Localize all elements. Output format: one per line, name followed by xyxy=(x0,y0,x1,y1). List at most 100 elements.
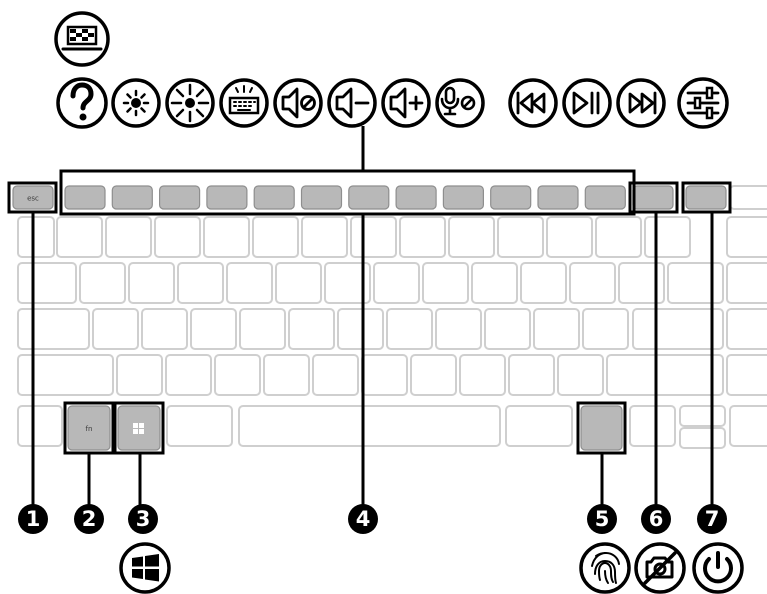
key-num-6 xyxy=(301,216,348,258)
key-num-8 xyxy=(399,216,446,258)
key-q-row-9 xyxy=(520,262,567,304)
callout-5-label: 5 xyxy=(595,507,610,531)
key-f5 xyxy=(253,185,295,210)
key-arrow-up xyxy=(679,405,726,427)
key-f8 xyxy=(395,185,437,210)
highlight-camera-privacy xyxy=(628,181,679,214)
key-f10 xyxy=(490,185,532,210)
key-f7 xyxy=(348,185,390,210)
key-ctrl-right xyxy=(629,405,676,447)
key-f12 xyxy=(584,185,626,210)
key-q-row-2 xyxy=(177,262,224,304)
keyboard-backlight-icon xyxy=(219,78,269,128)
key-fingerprint xyxy=(580,405,623,451)
key-num-3 xyxy=(154,216,201,258)
key-alt-right xyxy=(505,405,573,447)
windows-key-icon xyxy=(133,423,144,434)
key-num-2 xyxy=(105,216,152,258)
key-f1 xyxy=(64,185,106,210)
key-a-row-10 xyxy=(582,308,629,350)
volume-down-icon xyxy=(327,78,377,128)
brightness-down-icon xyxy=(111,78,161,128)
key-a-row-6 xyxy=(386,308,433,350)
callout-6-label: 6 xyxy=(649,507,664,531)
key-z-row-2 xyxy=(214,354,261,396)
key-caps-lock xyxy=(17,308,90,350)
key-a-row-1 xyxy=(141,308,188,350)
key-a-row-5 xyxy=(337,308,384,350)
camera-privacy-icon xyxy=(634,542,686,594)
brightness-up-icon xyxy=(165,78,215,128)
key-num-10 xyxy=(497,216,544,258)
key-esc xyxy=(12,185,54,210)
callout-3: 3 xyxy=(128,504,158,534)
key-a-row-0 xyxy=(92,308,139,350)
key-enter xyxy=(632,308,724,350)
previous-track-icon xyxy=(508,78,558,128)
key-f6 xyxy=(300,185,343,210)
key-q-row-1 xyxy=(128,262,175,304)
callout-7-label: 7 xyxy=(705,507,720,531)
key-a-row-3 xyxy=(239,308,286,350)
key-z-row-4 xyxy=(312,354,359,396)
key-q-row-8 xyxy=(471,262,518,304)
key-num-13 xyxy=(644,216,691,258)
key-num-5 xyxy=(252,216,299,258)
key-q-row-5 xyxy=(324,262,371,304)
key-q-row-10 xyxy=(569,262,616,304)
windows-icon xyxy=(119,542,171,594)
key-z-row-0 xyxy=(116,354,163,396)
key-left-shift xyxy=(17,354,114,396)
key-backspace xyxy=(726,216,767,258)
key-num-4 xyxy=(203,216,250,258)
key-right-shift xyxy=(606,354,724,396)
key-ctrl-left xyxy=(17,405,63,447)
leader-lines xyxy=(31,126,714,505)
key-z-row-3 xyxy=(263,354,310,396)
key-q-row-11 xyxy=(618,262,665,304)
key-a-row-7 xyxy=(435,308,482,350)
key-alt-left xyxy=(166,405,233,447)
key-num-0 xyxy=(17,216,55,258)
key-f9 xyxy=(442,185,484,210)
key-z-row-9 xyxy=(557,354,604,396)
callout-3-label: 3 xyxy=(136,507,151,531)
callout-6: 6 xyxy=(641,504,671,534)
key-z-row-6 xyxy=(410,354,457,396)
key-tab xyxy=(17,262,77,304)
key-delete xyxy=(729,185,767,210)
keyboard: esc fn xyxy=(12,185,767,451)
key-fn xyxy=(67,405,111,451)
mute-icon xyxy=(273,78,323,128)
key-num-9 xyxy=(448,216,495,258)
callout-2: 2 xyxy=(74,504,104,534)
key-esc-label: esc xyxy=(27,195,39,203)
key-num-11 xyxy=(546,216,593,258)
key-num-12 xyxy=(595,216,642,258)
key-a-row-9 xyxy=(533,308,580,350)
highlight-function-keys xyxy=(59,169,636,216)
key-power xyxy=(685,185,727,210)
callout-2-label: 2 xyxy=(82,507,97,531)
fingerprint-icon xyxy=(579,542,631,594)
key-z-row-5 xyxy=(361,354,408,396)
key-f4 xyxy=(206,185,248,210)
callout-7: 7 xyxy=(697,504,727,534)
key-f2 xyxy=(111,185,153,210)
power-icon xyxy=(692,542,744,594)
key-num-1 xyxy=(56,216,103,258)
callout-4: 4 xyxy=(348,504,378,534)
volume-up-icon xyxy=(381,78,431,128)
key-z-row-1 xyxy=(165,354,212,396)
key-fn-label: fn xyxy=(86,425,93,433)
settings-sliders-icon xyxy=(677,77,729,129)
help-icon xyxy=(56,77,108,129)
key-q-row-4 xyxy=(275,262,322,304)
mic-mute-icon xyxy=(435,78,485,128)
key-space xyxy=(238,405,501,447)
key-right-edge-3 xyxy=(726,354,767,396)
callout-1-label: 1 xyxy=(26,507,41,531)
key-f3 xyxy=(159,185,201,210)
key-a-row-8 xyxy=(484,308,531,350)
